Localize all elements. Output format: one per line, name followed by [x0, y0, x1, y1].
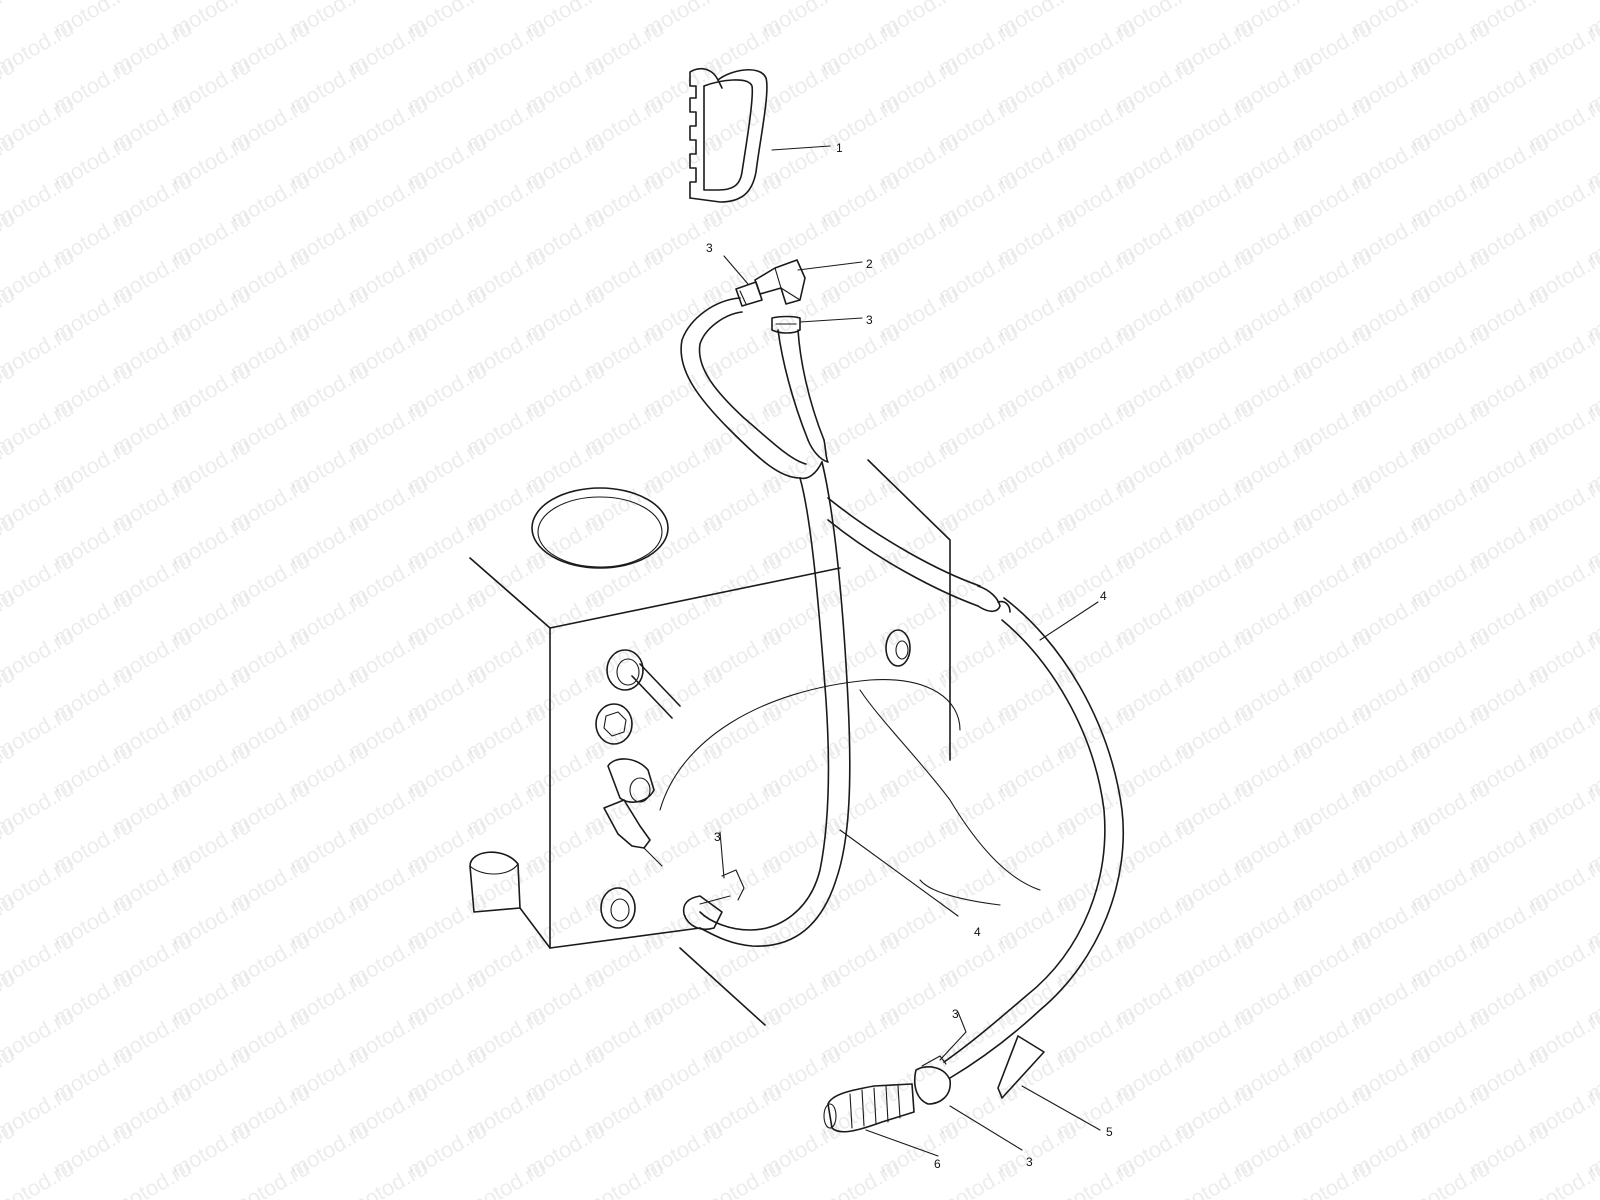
- watermark-text: motod.ru: [462, 1155, 550, 1200]
- callout-4-center: 4: [974, 925, 981, 939]
- watermark-text: motod.ru: [1524, 1155, 1600, 1200]
- watermark-text: motod.ru: [0, 0, 19, 42]
- watermark-text: motod.ru: [403, 1193, 491, 1200]
- callout-6: 6: [934, 1157, 941, 1171]
- hose-strap-part-5: [997, 1035, 1045, 1099]
- watermark-text: motod.ru: [1111, 1193, 1199, 1200]
- watermark-text: motod.ru: [226, 1155, 314, 1200]
- watermark-text: motod.ru: [1347, 1193, 1435, 1200]
- tank-fitting-bottom: [600, 887, 636, 929]
- watermark-text: motod.ru: [698, 1155, 786, 1200]
- clamp-lower-filter: [913, 1055, 951, 1105]
- watermark-text: motod.ru: [1465, 1193, 1553, 1200]
- watermark-text: motod.ru: [816, 1155, 904, 1200]
- callout-3-top-left: 3: [706, 241, 713, 255]
- fuel-filter-part-6: [823, 1083, 915, 1133]
- watermark-text: motod.ru: [1583, 1193, 1600, 1200]
- cylinder-cap: [469, 851, 521, 913]
- watermark-text: motod.ru: [757, 1193, 845, 1200]
- vent-hose-loop: [680, 297, 829, 480]
- fuel-hose-center: [699, 461, 851, 947]
- watermark-text: motod.ru: [1229, 1193, 1317, 1200]
- clamp-lower-left: [682, 869, 745, 930]
- watermark-text: motod.ru: [993, 1193, 1081, 1200]
- fuel-hose-long-part-4: [827, 497, 1125, 1079]
- watermark-text: motod.ru: [167, 1193, 255, 1200]
- watermark-text: motod.ru: [1406, 1155, 1494, 1200]
- fuel-tank: [469, 459, 1041, 1026]
- watermark-text: motod.ru: [580, 1155, 668, 1200]
- watermark-text: motod.ru: [1170, 1155, 1258, 1200]
- callout-2: 2: [866, 257, 873, 271]
- watermark-text: motod.ru: [1052, 1155, 1140, 1200]
- tank-fitting-nut: [595, 703, 633, 745]
- watermark-text: motod.ru: [934, 1155, 1022, 1200]
- tank-fitting-sleeve: [607, 758, 655, 803]
- watermark-text: motod.ru: [875, 1193, 963, 1200]
- callout-3-top-right: 3: [866, 313, 873, 327]
- callout-labels: 1 2 3 3 3 3 3 4 4 5 6: [706, 141, 1113, 1171]
- tank-side-grommet: [885, 629, 911, 667]
- callout-3-bottom: 3: [1026, 1155, 1033, 1169]
- watermark-text: motod.ru: [108, 1155, 196, 1200]
- callout-3-mid-left: 3: [714, 830, 721, 844]
- callout-3-lower-right: 3: [952, 1007, 959, 1021]
- watermark-text: motod.ru: [285, 1193, 373, 1200]
- hose-clip-part-1: [689, 67, 768, 203]
- watermark-text: motod.ru: [0, 1155, 78, 1200]
- watermark-text: motod.ru: [49, 1193, 137, 1200]
- callout-1: 1: [836, 141, 843, 155]
- leader-lines: [719, 145, 1101, 1157]
- tank-fitting-nipple: [603, 799, 663, 867]
- watermark-text: motod.ru: [639, 1193, 727, 1200]
- watermark-text: motod.ru: [344, 1155, 432, 1200]
- watermark-text: motod.ru: [521, 1193, 609, 1200]
- callout-4-right: 4: [1100, 589, 1107, 603]
- tank-fitting-top: [606, 649, 681, 719]
- callout-5: 5: [1106, 1125, 1113, 1139]
- watermark-text: motod.ru: [1288, 1155, 1376, 1200]
- clamp-upper-left: [735, 281, 763, 307]
